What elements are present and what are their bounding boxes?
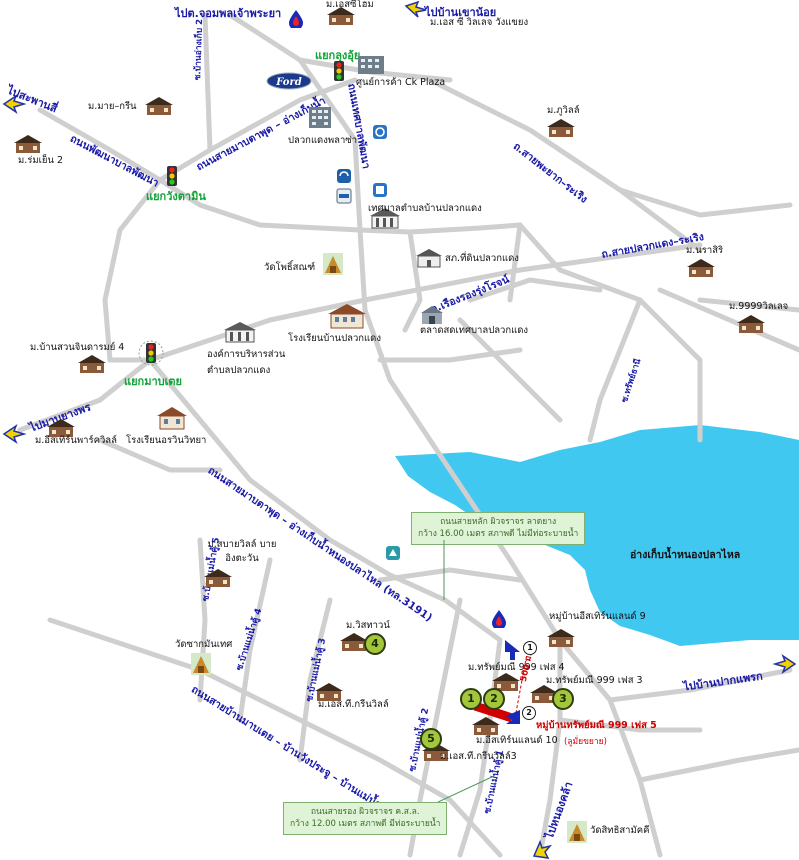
- badge-1: 1: [460, 688, 482, 710]
- place-label-sap-3: ม.ทรัพย์มณี 999 เฟส 3: [546, 675, 643, 686]
- road-label-soi-north: ซ.บ้านอ่างเก็บ 2: [192, 18, 206, 81]
- badge-3: 3: [552, 688, 574, 710]
- lake-nong-pla-lai: [395, 425, 799, 646]
- house-icon: [472, 717, 500, 735]
- bank-icon: [386, 546, 400, 560]
- ford-logo-icon: Ford: [266, 72, 312, 90]
- project-road-highlight: [473, 701, 514, 723]
- distance-marker: [514, 647, 529, 719]
- house-icon: [492, 673, 520, 691]
- house-icon: [47, 419, 75, 437]
- place-label-sabai: ม.สบายวิลล์ บาย อิงตะวัน: [207, 539, 277, 565]
- place-label-wat-sitthi: วัดสิทธิสามัคคี: [590, 825, 650, 836]
- house-icon: [340, 633, 368, 651]
- school-icon: [157, 407, 187, 430]
- government-building-icon: [224, 322, 256, 343]
- school-icon: [328, 304, 366, 329]
- junction-label-lung-ui: แยกลุงอุ้ย: [315, 49, 361, 62]
- house-icon: [547, 119, 575, 137]
- badge-2: 2: [483, 688, 505, 710]
- house-icon: [14, 135, 42, 153]
- junction-label-map-toei: แยกมาบเตย: [124, 375, 182, 388]
- temple-icon: [191, 653, 211, 675]
- traffic-light-icon: [167, 166, 177, 186]
- direction-label-ban-khao-noi: ไปบ้านเขาน้อย: [425, 6, 497, 19]
- pointer-badge-2: 2: [522, 706, 536, 720]
- house-icon: [145, 97, 173, 115]
- project-name-label: หมู่บ้านทรัพย์มณี 999 เฟส 5: [536, 720, 657, 731]
- place-label-eastern-10: ม.อีสเทิร์นแลนด์ 10: [476, 735, 558, 746]
- pointer-arrow-2: [506, 710, 520, 724]
- place-label-tessaban: เทศบาลตำบลบ้านปลวกแดง: [368, 203, 482, 214]
- place-label-market: ตลาดสดเทศบาลปลวกแดง: [420, 325, 529, 336]
- house-icon: [687, 259, 715, 277]
- bank-icon: [373, 125, 387, 139]
- place-label-school: โรงเรียนบ้านปลวกแดง: [288, 333, 381, 344]
- temple-icon: [567, 821, 587, 843]
- traffic-light-icon: [138, 340, 164, 366]
- house-icon: [204, 569, 232, 587]
- place-label-aobto: องค์การบริหารส่วนตำบลปลวกแดง: [207, 349, 286, 377]
- place-label-ban-suan: ม.บ้านสวนจินดารมย์ 4: [30, 342, 125, 353]
- temple-icon: [323, 253, 343, 275]
- place-label-sap-4: ม.ทรัพย์มณี 999 เฟส 4: [468, 662, 565, 673]
- badge-4: 4: [364, 633, 386, 655]
- bank-icon: [336, 188, 352, 204]
- note-pointer-line: [438, 775, 495, 803]
- gas-station-icon: [492, 610, 506, 628]
- place-label-nara: ม.นราสิริ: [686, 245, 724, 256]
- police-station-icon: [416, 249, 442, 268]
- building-plaza-icon: [309, 107, 331, 128]
- note-main-road: ถนนสายหลัก ผิวจราจร ลาดยาง กว้าง 16.00 เ…: [411, 512, 586, 545]
- ford-logo-text: Ford: [275, 77, 301, 88]
- place-label-es-village: ม.เอส ซี วิลเลจ วังแขยง: [430, 17, 529, 28]
- house-icon: [737, 315, 765, 333]
- place-label-wat-sakmanthet: วัดซากมันเทศ: [175, 639, 233, 650]
- house-icon: [78, 355, 106, 373]
- government-building-icon: [370, 208, 400, 229]
- gas-station-icon: [289, 10, 303, 28]
- place-label-wisathawan: ม.วิสทาวน์: [346, 620, 390, 631]
- house-icon: [327, 7, 355, 25]
- place-label-es-green: ม.เอส.ที.กรีนวิลล์: [318, 699, 389, 710]
- place-label-eastern-9: หมู่บ้านอีสเทิร์นแลนด์ 9: [549, 611, 646, 622]
- pointer-arrow-1: [505, 640, 520, 660]
- place-label-school-2: โรงเรียนอรวินวิทยา: [126, 435, 207, 446]
- house-icon: [547, 629, 575, 647]
- place-label-9999: ม.9999วิลเลจ: [729, 301, 789, 312]
- place-label-ck-plaza: ศูนย์การค้า Ck Plaza: [356, 77, 446, 88]
- place-label-pluak-daeng-plaza: ปลวกแดงพลาซ่า: [288, 135, 358, 146]
- lake-label: อ่างเก็บน้ำหนองปลาไหล: [630, 549, 741, 561]
- house-icon: [530, 685, 558, 703]
- bank-icon: [337, 169, 351, 183]
- note-pointer-line: [443, 540, 445, 600]
- market-icon: [421, 306, 443, 324]
- project-sub-label: (ลูมั่ยขยาย): [564, 737, 607, 747]
- place-label-eastern-park: ม.อีสเทิร์นพาร์ควิลล์: [35, 435, 117, 446]
- pointer-badge-1: 1: [523, 641, 537, 655]
- direction-label-pattaya: ไปต.จอมพลเจ้าพระยา: [175, 7, 282, 20]
- place-label-wat-phot: วัดโพธิ์สณฑ์: [264, 262, 316, 273]
- bank-icon: [373, 183, 387, 197]
- road-network: [17, 12, 799, 858]
- house-icon: [315, 683, 343, 701]
- note-secondary-road: ถนนสายรอง ผิวจราจร ค.ส.ล. กว้าง 12.00 เม…: [283, 802, 448, 835]
- badge-5: 5: [420, 728, 442, 750]
- place-label-mai-green: ม.มาย–กรีน: [88, 101, 137, 112]
- place-label-police: สภ.ที่ดินปลวกแดง: [445, 253, 519, 264]
- traffic-light-icon: [334, 61, 344, 81]
- place-label-bhu-villa: ม.ภูวิลล์: [547, 105, 580, 116]
- place-label-es-green-3: ม.เอส.ที.กรีนวิลล์3: [440, 751, 517, 762]
- place-label-rom-yen: ม.ร่มเย็น 2: [18, 155, 64, 166]
- building-ck-plaza-icon: [358, 56, 384, 74]
- place-label-es-home: ม.เอสซีโฮม: [326, 0, 374, 10]
- junction-label-wang-ta-min: แยกวังตามิน: [146, 190, 206, 203]
